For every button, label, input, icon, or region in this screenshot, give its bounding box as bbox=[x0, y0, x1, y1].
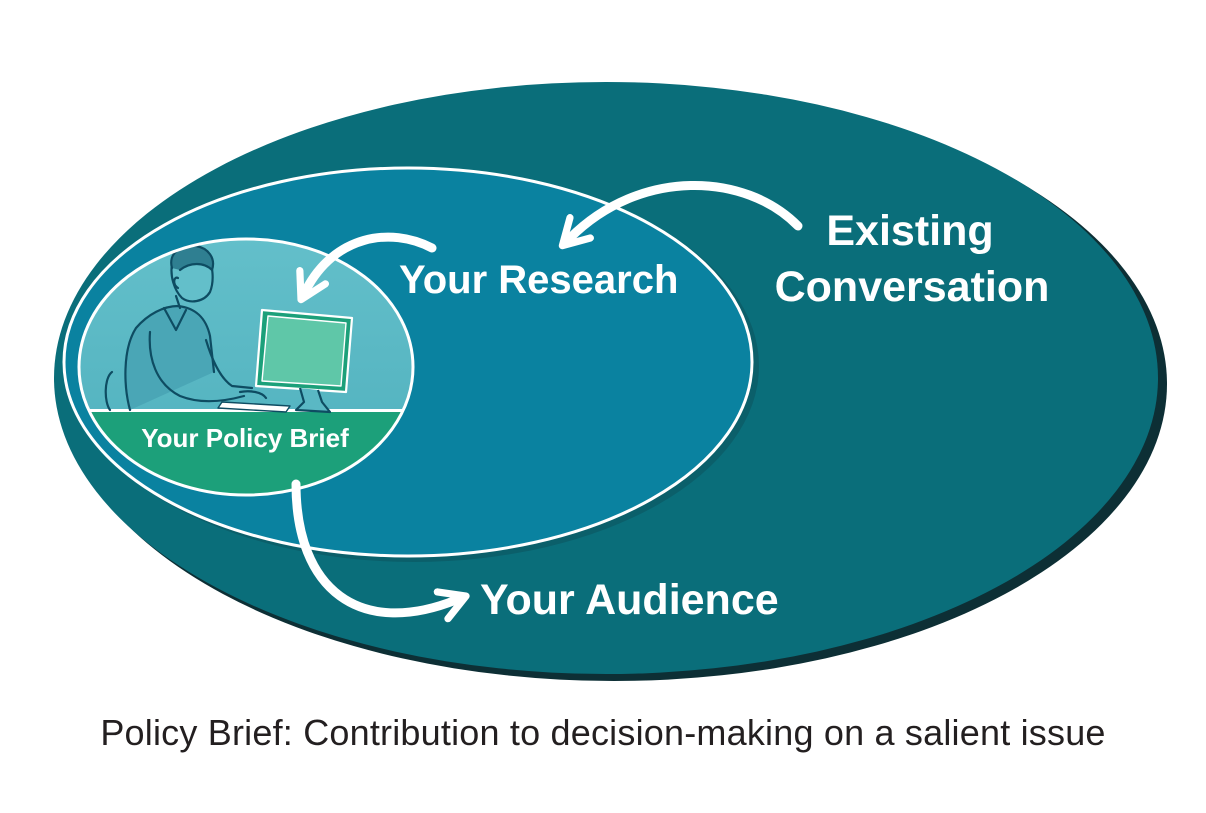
curved-arrow-existing-to-research bbox=[558, 180, 803, 250]
existing-conversation-label-line1: Existing bbox=[826, 207, 993, 255]
your-audience-label: Your Audience bbox=[480, 576, 779, 624]
your-research-label: Your Research bbox=[399, 258, 678, 302]
diagram-caption: Policy Brief: Contribution to decision-m… bbox=[100, 712, 1106, 753]
curved-arrow-research-to-brief bbox=[296, 232, 437, 304]
existing-conversation-label-line2: Conversation bbox=[775, 263, 1050, 311]
your-policy-brief-label: Your Policy Brief bbox=[141, 423, 349, 453]
person-at-computer-icon bbox=[104, 244, 268, 412]
computer-monitor-icon bbox=[217, 308, 354, 414]
curved-arrow-brief-to-audience bbox=[291, 479, 470, 623]
